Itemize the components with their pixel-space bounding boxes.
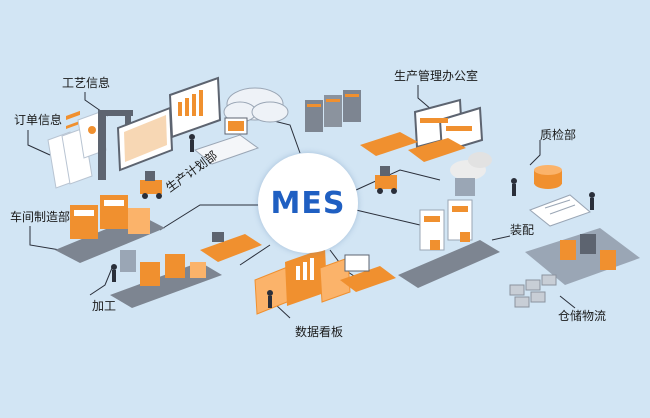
label-data-board: 数据看板 xyxy=(295,325,343,339)
network-line-3 xyxy=(356,170,440,190)
line-workshop xyxy=(30,226,60,250)
label-order-info: 订单信息 xyxy=(14,113,62,127)
processing-line xyxy=(110,250,222,308)
line-processing xyxy=(90,268,112,295)
label-warehouse: 仓储物流 xyxy=(558,309,606,323)
forklift-2 xyxy=(140,171,162,199)
forklift-1 xyxy=(375,166,397,194)
smoke-machine xyxy=(450,152,492,196)
line-warehouse xyxy=(560,296,575,308)
cloud xyxy=(224,88,288,122)
label-workshop-dept: 车间制造部 xyxy=(10,210,70,224)
mes-label: MES xyxy=(271,186,346,221)
network-line-2 xyxy=(262,118,300,153)
assembly-line xyxy=(398,200,500,288)
quality-station xyxy=(530,165,590,226)
label-quality-dept: 质检部 xyxy=(540,128,576,142)
label-assembly: 装配 xyxy=(510,223,534,237)
line-assembly xyxy=(492,236,510,240)
line-office xyxy=(418,85,432,110)
label-process-info: 工艺信息 xyxy=(62,76,110,90)
workshop-line xyxy=(55,195,165,263)
mes-center: MES xyxy=(258,153,358,253)
server-rack xyxy=(305,90,361,132)
warehouse-area xyxy=(510,228,640,307)
label-processing: 加工 xyxy=(92,299,116,313)
planning-board-2 xyxy=(170,78,220,137)
network-line-1 xyxy=(160,205,258,230)
storage-racks xyxy=(510,275,556,307)
line-quality xyxy=(530,140,540,165)
line-order xyxy=(28,130,50,155)
label-production-office: 生产管理办公室 xyxy=(394,69,478,83)
network-line-6 xyxy=(356,210,420,225)
